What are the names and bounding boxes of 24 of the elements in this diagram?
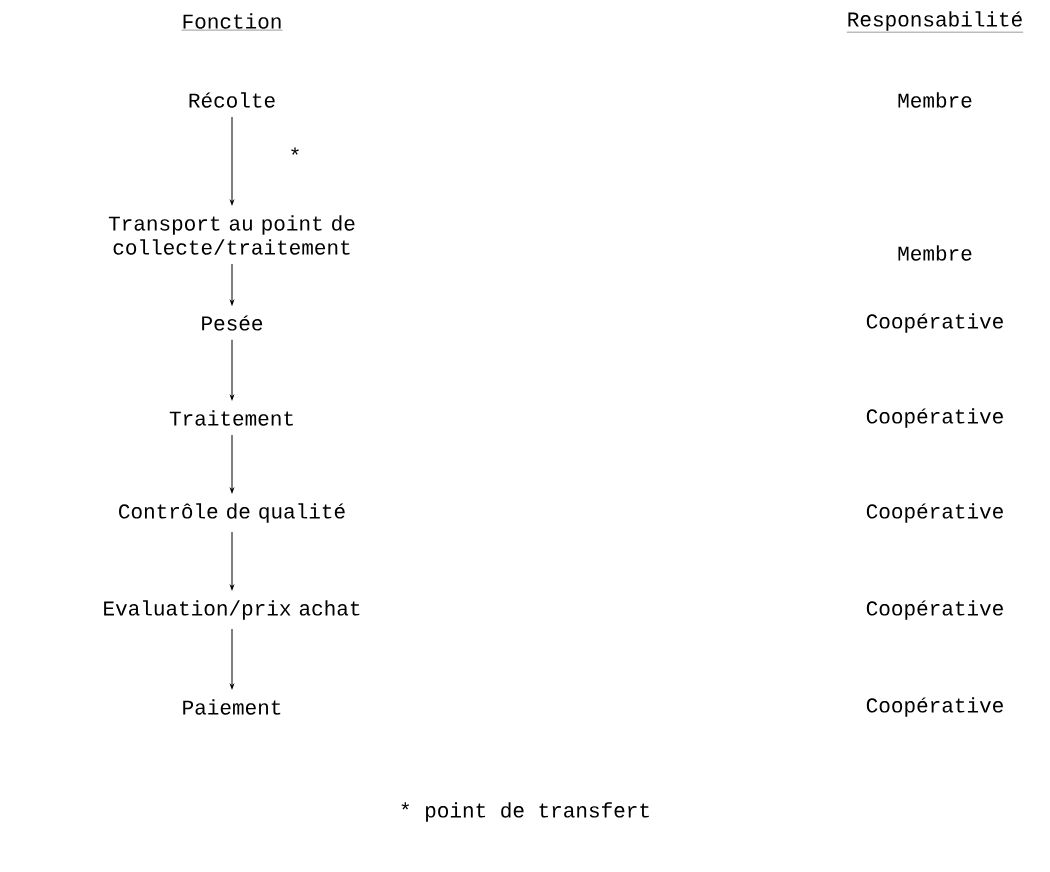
arrow [230,339,234,401]
arrow [230,628,234,690]
arrow [230,116,234,206]
step-text: Traitement [169,410,293,426]
label: Coopérative [866,408,1003,428]
label: Coopérative [866,600,1003,620]
label: Membre [898,245,972,261]
step-text: Evaluation/prix achat [104,600,360,620]
step-text: Transport au point de collecte/traitement [108,215,355,255]
label: Membre [898,92,972,108]
step-text: Contrôle de qualité [119,503,345,523]
column-heading: Responsabilité [846,11,1024,33]
arrow [230,263,234,306]
arrow [230,531,234,590]
label: Coopérative [866,313,1003,333]
label: * point de transfert [401,802,649,822]
label: Coopérative [866,503,1003,523]
step-text: Récolte [189,92,275,108]
step-text: Pesée [202,315,263,331]
label: Coopérative [866,697,1003,717]
label: * [291,147,299,155]
arrow [230,434,234,493]
step-text: Paiement [183,699,281,715]
column-heading: Fonction [181,13,283,31]
